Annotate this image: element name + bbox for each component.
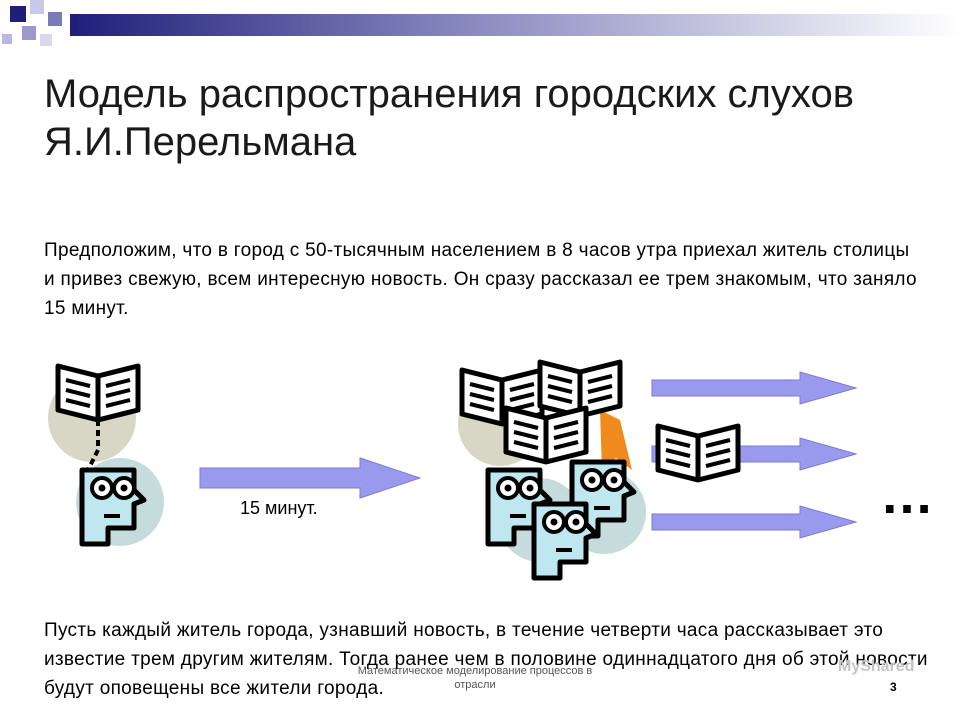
conclusion-paragraph: Пусть каждый житель города, узнавший нов… [44,620,928,699]
watermark: MyShared [838,658,915,675]
book-icon [58,366,138,420]
link-arrow [86,420,100,471]
arrow-icon [651,371,858,405]
slide-title: Модель распространения городских слухов … [44,72,854,164]
book-icon [506,408,586,462]
arrow-label: 15 минут. [240,498,318,518]
footer-text: Математическое моделирование процессов в… [357,665,593,691]
arrow-icon [651,505,858,539]
book-icon [658,426,738,480]
flame-icon [600,410,632,470]
header-decoration [2,0,960,46]
intro-paragraph: Предположим, что в город с 50-тысячным н… [44,240,917,319]
ellipsis: … [880,465,938,525]
page-number: 3 [890,680,897,694]
head-icon [534,504,596,578]
arrow-icon [199,457,422,499]
